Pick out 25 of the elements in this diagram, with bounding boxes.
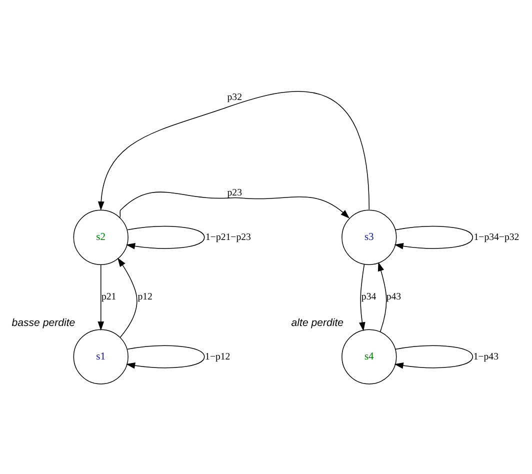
node-label: alte perdite	[291, 316, 344, 328]
edge-label: p21	[101, 291, 116, 302]
edge-label: p12	[138, 291, 152, 302]
node-circle: s2	[73, 209, 128, 264]
arrow	[126, 344, 205, 368]
arrow	[126, 225, 205, 249]
arrow	[118, 257, 138, 338]
arrow	[98, 264, 104, 330]
arrow	[394, 344, 474, 368]
arrow	[98, 90, 370, 210]
arrow	[378, 262, 387, 332]
edge-label: 1−p12	[205, 350, 230, 362]
arrow	[359, 263, 366, 331]
edge-label: 1−p21−p23	[206, 231, 251, 242]
edge-label: 1−p43	[473, 350, 498, 362]
edge-label: 1−p34−p32	[474, 231, 520, 242]
node-circle: s1	[73, 328, 128, 384]
edge-label: p32	[227, 92, 242, 103]
edge-label: p34	[361, 291, 376, 302]
arrow	[119, 191, 350, 218]
edge-label: p23	[227, 186, 242, 198]
arrow	[394, 225, 474, 249]
edge-label: p43	[386, 291, 402, 302]
node-label: basse perdite	[12, 316, 76, 328]
node-circle: s4	[342, 328, 397, 384]
